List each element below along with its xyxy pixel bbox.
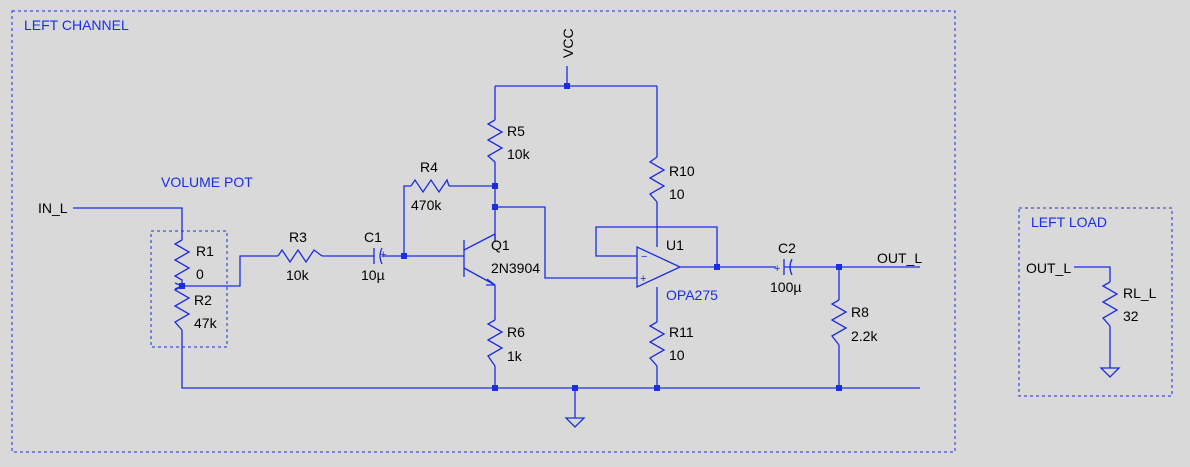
svg-text:−: − (641, 251, 647, 263)
u1-value: OPA275 (666, 287, 718, 303)
q1-value: 2N3904 (491, 260, 540, 276)
resistor-r8 (830, 299, 848, 346)
c2-value: 100µ (770, 279, 801, 295)
opamp-u1: + − (636, 245, 682, 289)
r8-value: 2.2k (851, 328, 878, 344)
r5-ref: R5 (507, 123, 525, 139)
resistor-r1 (173, 239, 191, 286)
resistor-r4 (410, 178, 450, 194)
rl-l-value: 32 (1123, 308, 1139, 324)
wires (73, 66, 1111, 418)
left-load-label: LEFT LOAD (1031, 214, 1107, 230)
resistor-r6 (486, 319, 504, 367)
net-vcc: VCC (560, 28, 576, 58)
resistor-r10 (648, 156, 666, 203)
r6-value: 1k (507, 348, 523, 364)
r11-value: 10 (669, 347, 685, 363)
volume-pot-box (150, 230, 228, 348)
r4-value: 470k (411, 197, 442, 213)
net-in-l: IN_L (38, 200, 68, 216)
rl-l-ref: RL_L (1123, 285, 1157, 301)
resistor-r3 (277, 248, 323, 264)
c1-ref: C1 (364, 229, 382, 245)
svg-text:+: + (640, 273, 646, 285)
r8-ref: R8 (851, 304, 869, 320)
r3-ref: R3 (289, 229, 307, 245)
left-channel-box (11, 10, 956, 453)
r5-value: 10k (507, 146, 531, 162)
resistor-rl-l (1101, 281, 1119, 327)
r2-ref: R2 (194, 292, 212, 308)
left-load-box (1018, 207, 1173, 397)
junction-dots (179, 83, 842, 391)
r11-ref: R11 (669, 324, 694, 340)
left-channel-label: LEFT CHANNEL (24, 17, 129, 33)
svg-text:+: + (774, 263, 780, 275)
net-out-l: OUT_L (877, 250, 922, 266)
r1-ref: R1 (196, 243, 214, 259)
resistor-r5 (486, 119, 504, 163)
svg-text:+: + (380, 249, 386, 261)
r10-ref: R10 (669, 163, 695, 179)
resistor-r11 (648, 321, 666, 367)
resistor-r2 (173, 285, 191, 331)
load-ground-icon (1099, 367, 1121, 378)
r10-value: 10 (669, 186, 685, 202)
u1-ref: U1 (666, 237, 684, 253)
capacitor-c1: + (373, 247, 386, 265)
net-load-out-l: OUT_L (1026, 260, 1071, 276)
r3-value: 10k (286, 267, 310, 283)
capacitor-c2: + (774, 258, 793, 276)
c1-value: 10µ (361, 267, 385, 283)
transistor-q1 (463, 233, 496, 286)
c2-ref: C2 (778, 240, 796, 256)
r6-ref: R6 (507, 324, 525, 340)
r2-value: 47k (194, 315, 218, 331)
r4-ref: R4 (420, 159, 438, 175)
r1-value: 0 (196, 266, 204, 282)
q1-ref: Q1 (491, 237, 510, 253)
ground-icon (564, 417, 586, 428)
volume-pot-label: VOLUME POT (161, 174, 253, 190)
